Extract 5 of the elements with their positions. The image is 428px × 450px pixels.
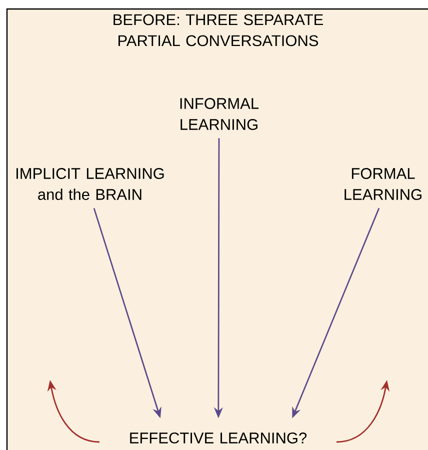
label: IMPLICIT LEARNING and the BRAIN	[16, 168, 164, 200]
label: FORMAL LEARNING	[344, 168, 422, 200]
label: EFFECTIVE LEARNING?	[130, 432, 307, 444]
title: BEFORE: THREE SEPARATE PARTIAL CONVERSATIONS	[114, 14, 323, 46]
label: INFORMAL LEARNING	[180, 98, 259, 130]
